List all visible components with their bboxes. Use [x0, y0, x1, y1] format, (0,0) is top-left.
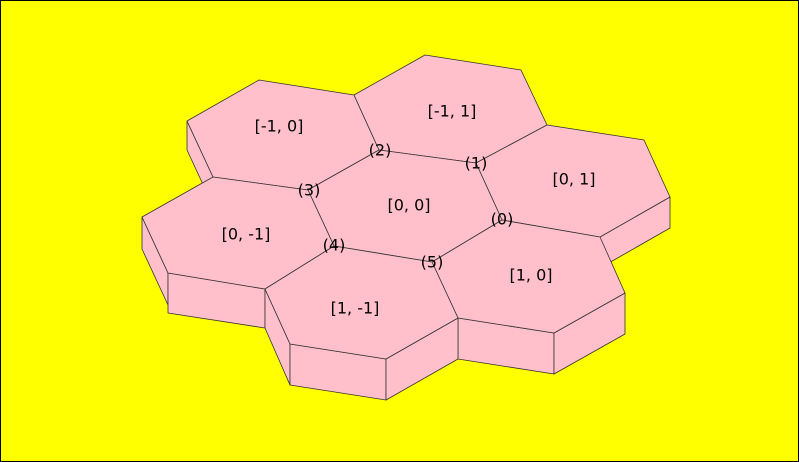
tile-top-faces — [141, 54, 671, 360]
tile-top-1-neg1 — [264, 245, 459, 360]
tile-label: [1, 0] — [509, 266, 552, 285]
vertex-label: (1) — [465, 154, 488, 173]
tile-label: [1, -1] — [331, 299, 380, 318]
vertex-label: (3) — [298, 181, 321, 200]
tile-label: [0, -1] — [222, 225, 271, 244]
tile-label: [-1, 0] — [255, 117, 304, 136]
vertex-label: (2) — [369, 141, 392, 160]
vertex-labels: (0) (1) (2) (3) (4) (5) — [298, 141, 514, 272]
vertex-label: (0) — [491, 210, 514, 229]
tile-label: [0, 1] — [552, 170, 595, 189]
vertex-label: (4) — [323, 236, 346, 255]
tile-label: [-1, 1] — [428, 102, 477, 121]
vertex-label: (5) — [421, 253, 444, 272]
tile-labels: [-1, 0] [-1, 1] [0, 1] [0, 0] [0, -1] [1… — [222, 102, 596, 318]
tile-label: [0, 0] — [387, 196, 430, 215]
